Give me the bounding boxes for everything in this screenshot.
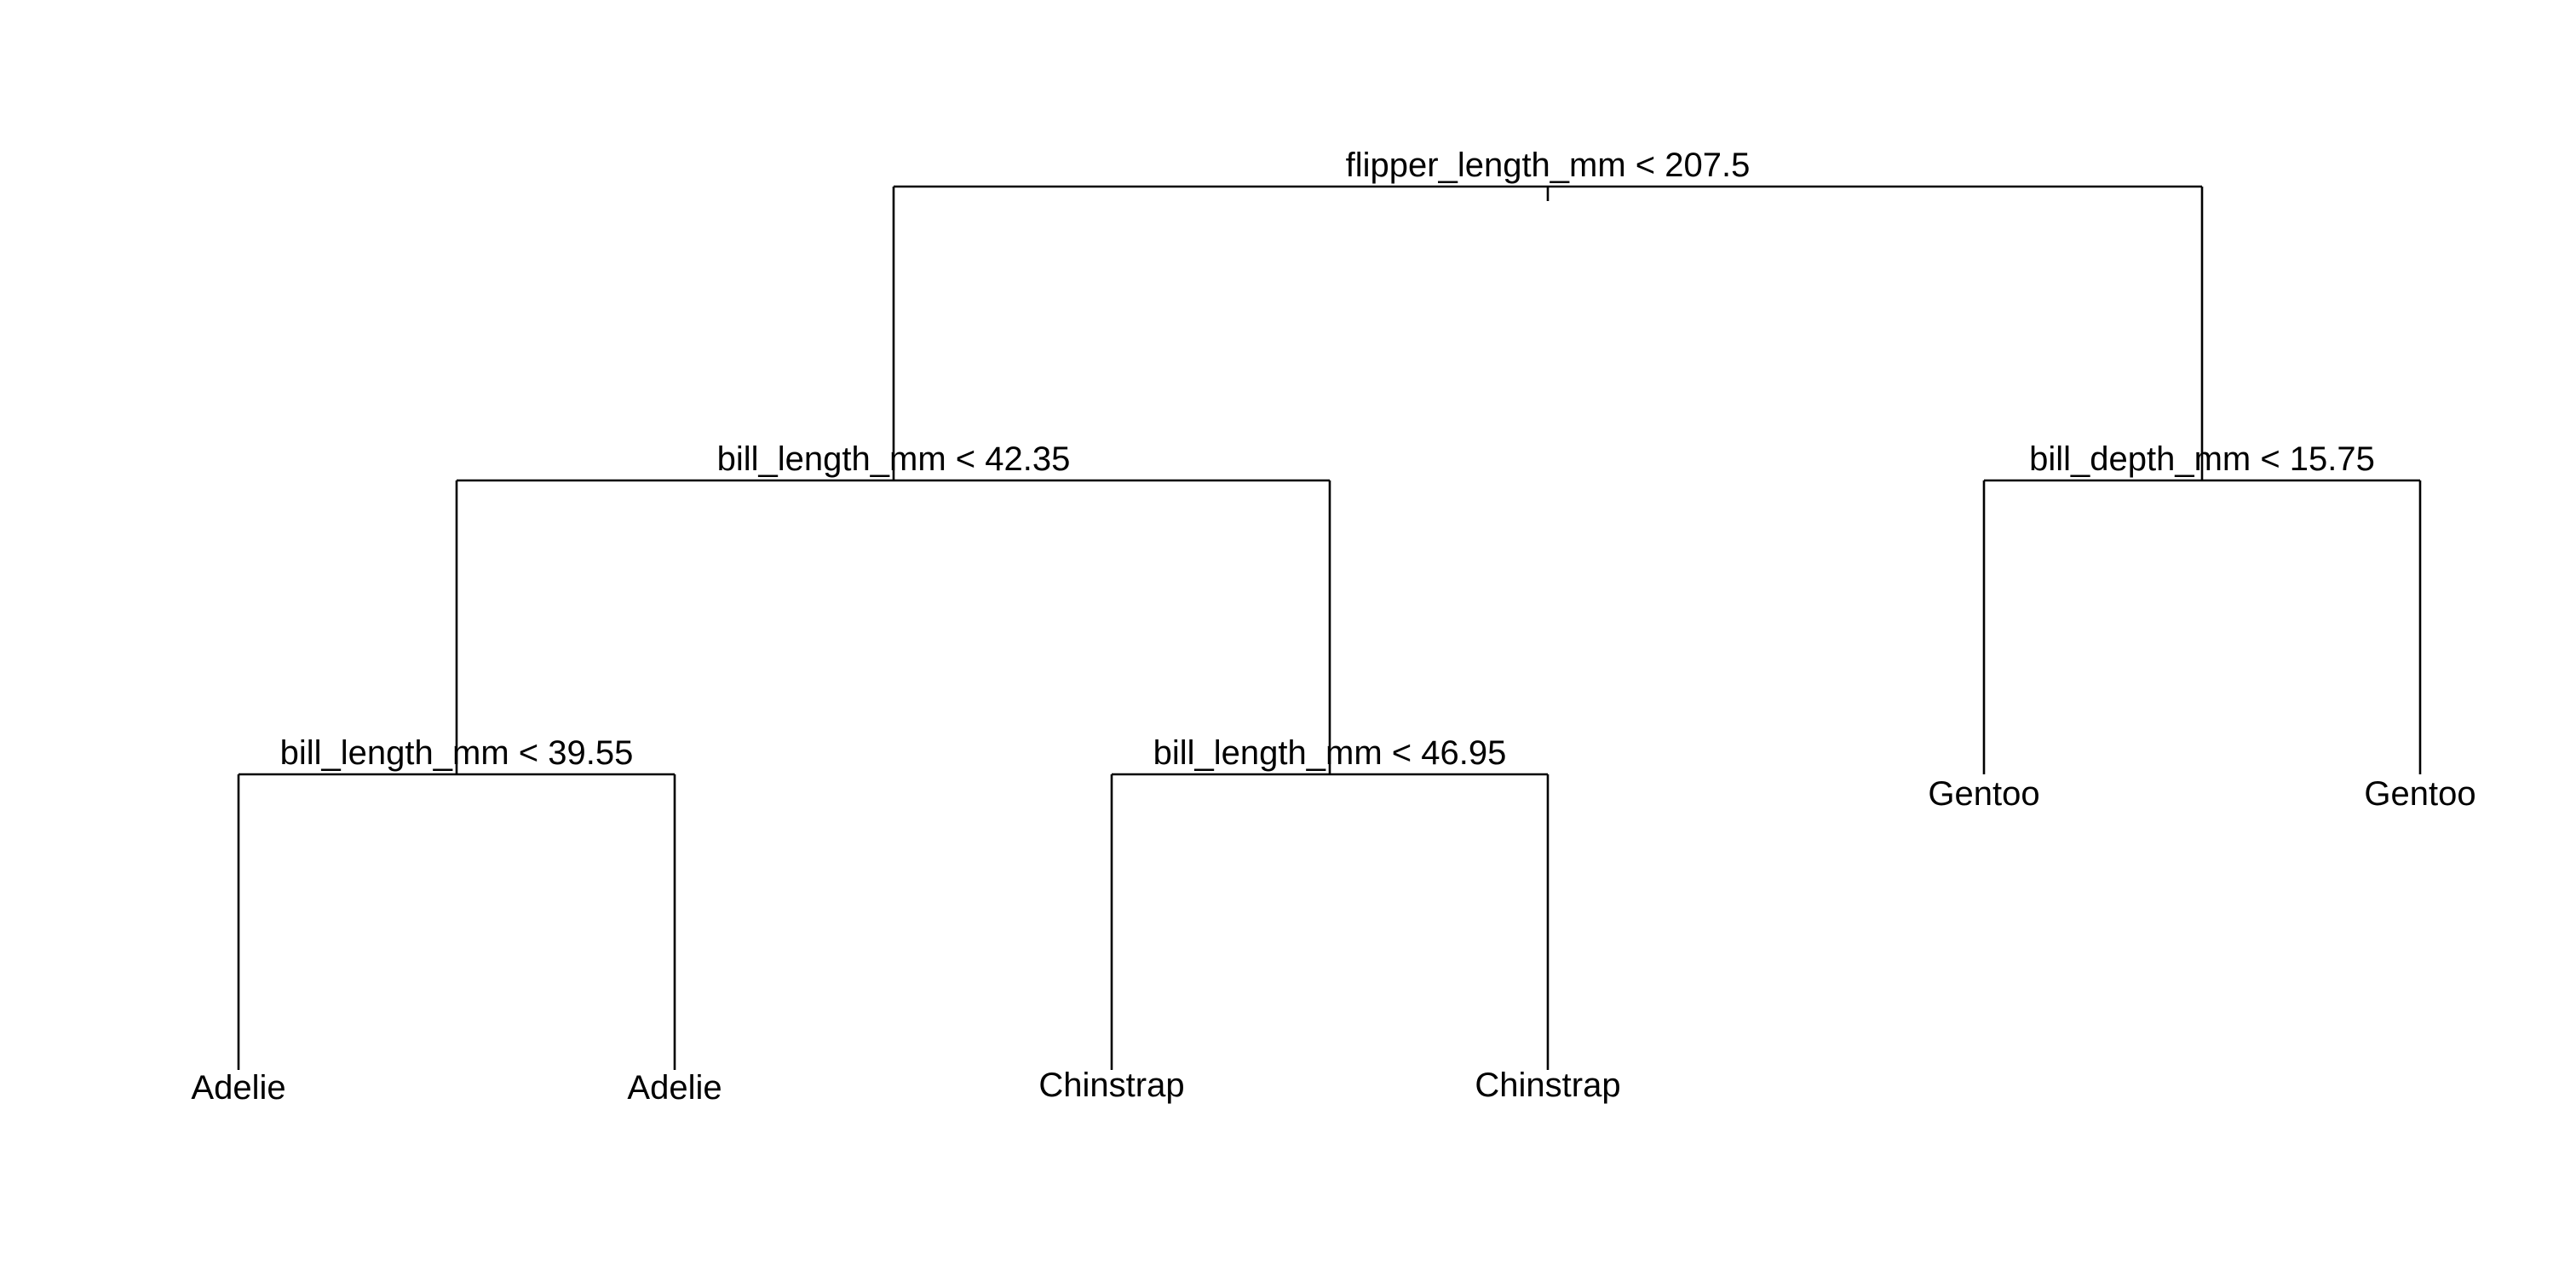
leaf-label: Chinstrap: [1038, 1067, 1184, 1104]
split-label-lr: bill_length_mm < 46.95: [1153, 734, 1507, 772]
leaf-label: Gentoo: [1928, 775, 2039, 813]
leaf-label: Adelie: [191, 1069, 285, 1107]
leaf-label: Adelie: [627, 1069, 722, 1107]
tree-edges: [237, 185, 2422, 1070]
split-labels: flipper_length_mm < 207.5 bill_length_mm…: [280, 147, 2375, 772]
leaf-labels: Adelie Adelie Chinstrap Chinstrap Gentoo…: [191, 775, 2475, 1107]
split-label-l: bill_length_mm < 42.35: [717, 440, 1071, 478]
leaf-label: Chinstrap: [1475, 1067, 1620, 1104]
leaf-label: Gentoo: [2364, 775, 2475, 813]
split-label-ll: bill_length_mm < 39.55: [280, 734, 634, 772]
split-label-root: flipper_length_mm < 207.5: [1346, 147, 1751, 184]
split-label-r: bill_depth_mm < 15.75: [2029, 440, 2375, 478]
